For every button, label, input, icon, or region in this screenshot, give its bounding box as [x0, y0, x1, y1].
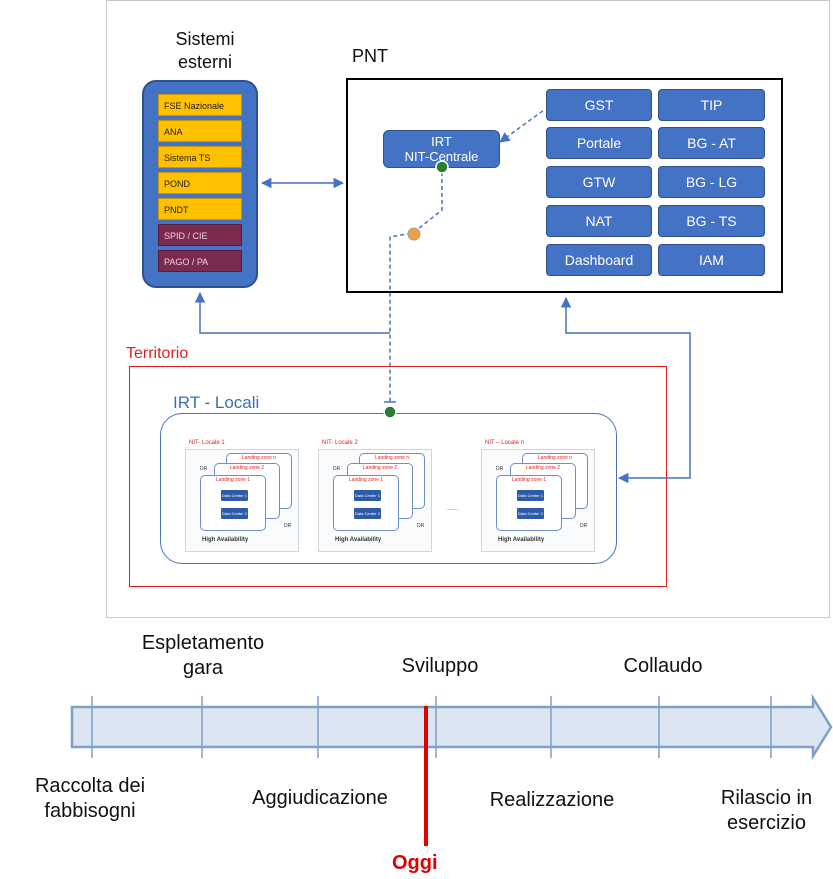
connectors-layer — [194, 109, 691, 484]
external-item-fse: FSE Nazionale — [158, 94, 242, 116]
service-dashboard: Dashboard — [546, 244, 652, 276]
external-item-pndt: PNDT — [158, 198, 242, 220]
service-bg-at: BG - AT — [658, 127, 765, 159]
irt-gst-dashed-link — [499, 109, 545, 143]
timeline-label-espletamento: Espletamento gara — [141, 632, 265, 679]
ellipsis: ...... — [447, 505, 459, 512]
central-node-dot — [435, 160, 449, 174]
today-marker — [424, 706, 428, 846]
today-label: Oggi — [392, 852, 438, 874]
dr-label: DR — [200, 466, 208, 472]
architecture-diagram-frame — [106, 0, 830, 618]
external-item-pond: POND — [158, 172, 242, 194]
service-iam: IAM — [658, 244, 765, 276]
high-availability-label: High Availability — [335, 537, 382, 543]
service-gtw: GTW — [546, 166, 652, 198]
pnt-locali-connector — [560, 296, 691, 484]
irt-locali-dashed-link — [389, 172, 443, 402]
landing-zone: Landing zone 1 Data Center 1 Data Center… — [333, 475, 399, 531]
timeline-arrow — [70, 693, 833, 761]
timeline-label-aggiudicazione: Aggiudicazione — [252, 787, 388, 809]
timeline-label-sviluppo: Sviluppo — [401, 655, 479, 677]
dr-label: DR — [333, 466, 341, 472]
cluster-title: NIT – Locale n — [485, 440, 524, 446]
data-center: Data Center 2 — [517, 508, 544, 519]
timeline-arrow-shape — [70, 693, 833, 761]
transit-node-dot — [407, 227, 421, 241]
cluster-title: NIT- Locale 1 — [189, 440, 225, 446]
nit-locale-cluster: NIT- Locale 1 Landing zone n Landing zon… — [185, 440, 299, 552]
dr-label: DR — [496, 466, 504, 472]
service-bg-lg: BG - LG — [658, 166, 765, 198]
service-bg-ts: BG - TS — [658, 205, 765, 237]
external-locali-connector — [194, 291, 390, 334]
timeline-label-raccolta: Raccolta dei fabbisogni — [34, 775, 146, 822]
external-item-spid-cie: SPID / CIE — [158, 224, 242, 246]
timeline-label-collaudo: Collaudo — [623, 655, 703, 677]
external-systems-panel: FSE Nazionale ANA Sistema TS POND PNDT S… — [142, 80, 258, 288]
territorio-title: Territorio — [126, 345, 189, 362]
external-item-pago-pa: PAGO / PA — [158, 250, 242, 272]
service-gst: GST — [546, 89, 652, 121]
data-center: Data Center 2 — [354, 508, 381, 519]
service-tip: TIP — [658, 89, 765, 121]
nit-locale-cluster: NIT- Locale 2 Landing zone n Landing zon… — [318, 440, 432, 552]
dr-label: DR — [284, 523, 292, 529]
irt-locali-title: IRT - Locali — [173, 393, 260, 412]
cluster-title: NIT- Locale 2 — [322, 440, 358, 446]
data-center: Data Center 2 — [221, 508, 248, 519]
local-node-dot — [383, 405, 397, 419]
landing-zone: Landing zone 1 Data Center 1 Data Center… — [200, 475, 266, 531]
dr-label: DR — [580, 523, 588, 529]
external-systems-title: Sistemi esterni — [175, 29, 235, 72]
data-center: Data Center 1 — [354, 490, 381, 501]
landing-zone: Landing zone 1 Data Center 1 Data Center… — [496, 475, 562, 531]
high-availability-label: High Availability — [202, 537, 249, 543]
external-item-ana: ANA — [158, 120, 242, 142]
timeline-label-realizzazione: Realizzazione — [489, 789, 615, 811]
external-item-sistema-ts: Sistema TS — [158, 146, 242, 168]
timeline-label-rilascio: Rilascio in esercizio — [720, 787, 813, 834]
dr-label: DR — [417, 523, 425, 529]
high-availability-label: High Availability — [498, 537, 545, 543]
data-center: Data Center 1 — [221, 490, 248, 501]
pnt-box: GST Portale GTW NAT Dashboard TIP BG - A… — [346, 78, 783, 293]
pnt-title: PNT — [352, 46, 388, 66]
service-nat: NAT — [546, 205, 652, 237]
data-center: Data Center 1 — [517, 490, 544, 501]
territorio-box — [129, 366, 667, 587]
service-portale: Portale — [546, 127, 652, 159]
timeline-ticks — [91, 696, 772, 758]
